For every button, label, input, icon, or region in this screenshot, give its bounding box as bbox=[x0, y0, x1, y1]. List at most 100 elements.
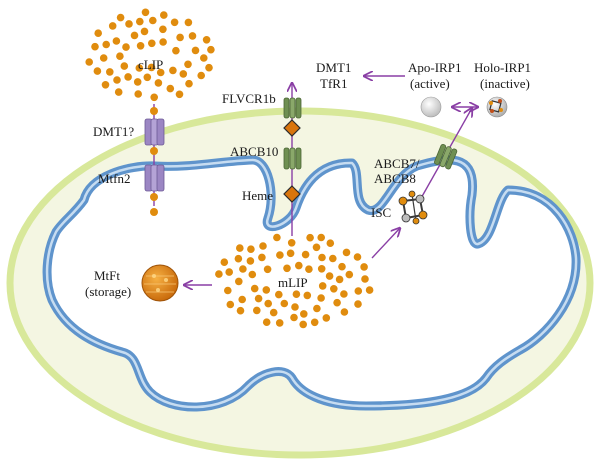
iron-particle-icon bbox=[354, 300, 362, 308]
iron-particle-icon bbox=[290, 313, 298, 322]
iron-particle-icon bbox=[205, 63, 213, 72]
iron-particle-icon bbox=[354, 287, 363, 295]
iron-particle-icon bbox=[236, 244, 244, 252]
inner-membrane-highlight bbox=[45, 158, 578, 409]
iron-particle-icon bbox=[262, 318, 271, 327]
iron-particle-icon bbox=[238, 295, 246, 304]
iron-particle-icon bbox=[239, 265, 247, 273]
iron-particle-icon bbox=[150, 193, 158, 201]
mlip-iron-pool bbox=[215, 233, 374, 329]
iron-particle-icon bbox=[226, 300, 235, 309]
iron-particle-icon bbox=[85, 58, 93, 66]
iron-particle-icon bbox=[184, 60, 192, 69]
apo-irp1-state-label: (active) bbox=[410, 76, 450, 91]
iron-particle-icon bbox=[133, 78, 142, 86]
iron-particle-icon bbox=[295, 261, 303, 270]
iron-particle-icon bbox=[112, 37, 121, 45]
iron-particle-icon bbox=[262, 286, 271, 294]
iron-particle-icon bbox=[292, 290, 301, 299]
iron-particle-icon bbox=[202, 36, 211, 44]
iron-particle-icon bbox=[176, 33, 184, 42]
iron-particle-icon bbox=[148, 39, 156, 48]
iron-particle-icon bbox=[325, 272, 334, 280]
clip-iron-pool bbox=[85, 8, 215, 102]
iron-particle-icon bbox=[136, 42, 145, 50]
iron-particle-icon bbox=[276, 251, 284, 259]
iron-particle-icon bbox=[150, 107, 158, 115]
iron-particle-icon bbox=[140, 27, 149, 36]
iron-particle-icon bbox=[120, 62, 129, 70]
holo-irp1-sphere-icon bbox=[486, 96, 508, 118]
iron-particle-icon bbox=[236, 306, 245, 315]
iron-particle-icon bbox=[188, 32, 197, 40]
iron-particle-icon bbox=[135, 64, 144, 72]
iron-particle-icon bbox=[326, 239, 335, 247]
iron-particle-icon bbox=[252, 306, 261, 315]
iron-particle-icon bbox=[215, 270, 223, 278]
iron-particle-icon bbox=[361, 275, 369, 283]
iron-particle-icon bbox=[318, 282, 327, 290]
iron-particle-icon bbox=[317, 233, 326, 242]
iron-particle-icon bbox=[317, 265, 326, 273]
apo-irp1-sphere-icon bbox=[420, 96, 442, 118]
iron-particle-icon bbox=[102, 40, 110, 49]
iron-particle-icon bbox=[150, 93, 158, 102]
iron-particle-icon bbox=[317, 294, 325, 302]
iron-particle-icon bbox=[342, 248, 351, 257]
iron-particle-icon bbox=[200, 54, 208, 62]
iron-particle-icon bbox=[235, 277, 243, 286]
iron-particle-icon bbox=[116, 52, 124, 60]
iron-particle-icon bbox=[124, 73, 132, 81]
iron-particle-icon bbox=[225, 268, 233, 276]
iron-particle-icon bbox=[149, 16, 157, 25]
iron-particle-icon bbox=[106, 68, 114, 76]
iron-particle-icon bbox=[322, 314, 331, 322]
iron-particle-icon bbox=[93, 67, 102, 75]
iron-particle-icon bbox=[197, 71, 205, 80]
iron-particle-icon bbox=[335, 275, 344, 284]
iron-particle-icon bbox=[91, 42, 99, 51]
iron-particle-icon bbox=[179, 70, 188, 78]
iron-particle-icon bbox=[159, 25, 167, 34]
iron-particle-icon bbox=[150, 147, 158, 155]
mtfn2-transporter-icon bbox=[144, 164, 165, 192]
iron-particle-icon bbox=[99, 54, 108, 62]
iron-particle-icon bbox=[312, 243, 321, 252]
heme-diamond-icon bbox=[283, 185, 301, 203]
iron-particle-icon bbox=[283, 264, 291, 273]
iron-particle-icon bbox=[287, 239, 296, 247]
iron-particle-icon bbox=[310, 318, 319, 327]
iron-particle-icon bbox=[108, 22, 117, 30]
iron-particle-icon bbox=[259, 242, 267, 250]
iron-particle-icon bbox=[114, 88, 123, 96]
heme-diamond-icon bbox=[283, 119, 301, 137]
iron-particle-icon bbox=[116, 13, 125, 22]
dmt1-target-label: DMT1 bbox=[316, 60, 351, 75]
iron-particle-icon bbox=[113, 76, 121, 84]
iron-particle-icon bbox=[154, 79, 163, 87]
iron-particle-icon bbox=[254, 294, 263, 303]
iron-particle-icon bbox=[258, 253, 266, 262]
iron-particle-icon bbox=[299, 320, 308, 329]
dmt1-transporter-icon bbox=[144, 118, 165, 146]
iron-particle-icon bbox=[143, 73, 152, 82]
iron-particle-icon bbox=[160, 11, 168, 19]
iron-particle-icon bbox=[185, 79, 193, 88]
iron-particle-icon bbox=[273, 233, 281, 242]
iron-particle-icon bbox=[300, 310, 308, 318]
iron-particle-icon bbox=[122, 43, 130, 51]
iron-particle-icon bbox=[269, 308, 278, 317]
iron-particle-icon bbox=[275, 290, 283, 299]
iron-particle-icon bbox=[246, 257, 255, 265]
irp1-regulation bbox=[364, 76, 478, 107]
abcb10-label: ABCB10 bbox=[230, 144, 278, 159]
iron-particle-icon bbox=[156, 68, 165, 77]
iron-particle-icon bbox=[170, 18, 179, 27]
mtft-storage-label: (storage) bbox=[85, 284, 131, 299]
iron-particle-icon bbox=[234, 254, 243, 263]
iron-particle-icon bbox=[125, 20, 133, 28]
ferritin-sphere-icon bbox=[141, 264, 179, 302]
iron-particle-icon bbox=[159, 38, 167, 46]
abcb8-label: ABCB8 bbox=[374, 171, 416, 186]
